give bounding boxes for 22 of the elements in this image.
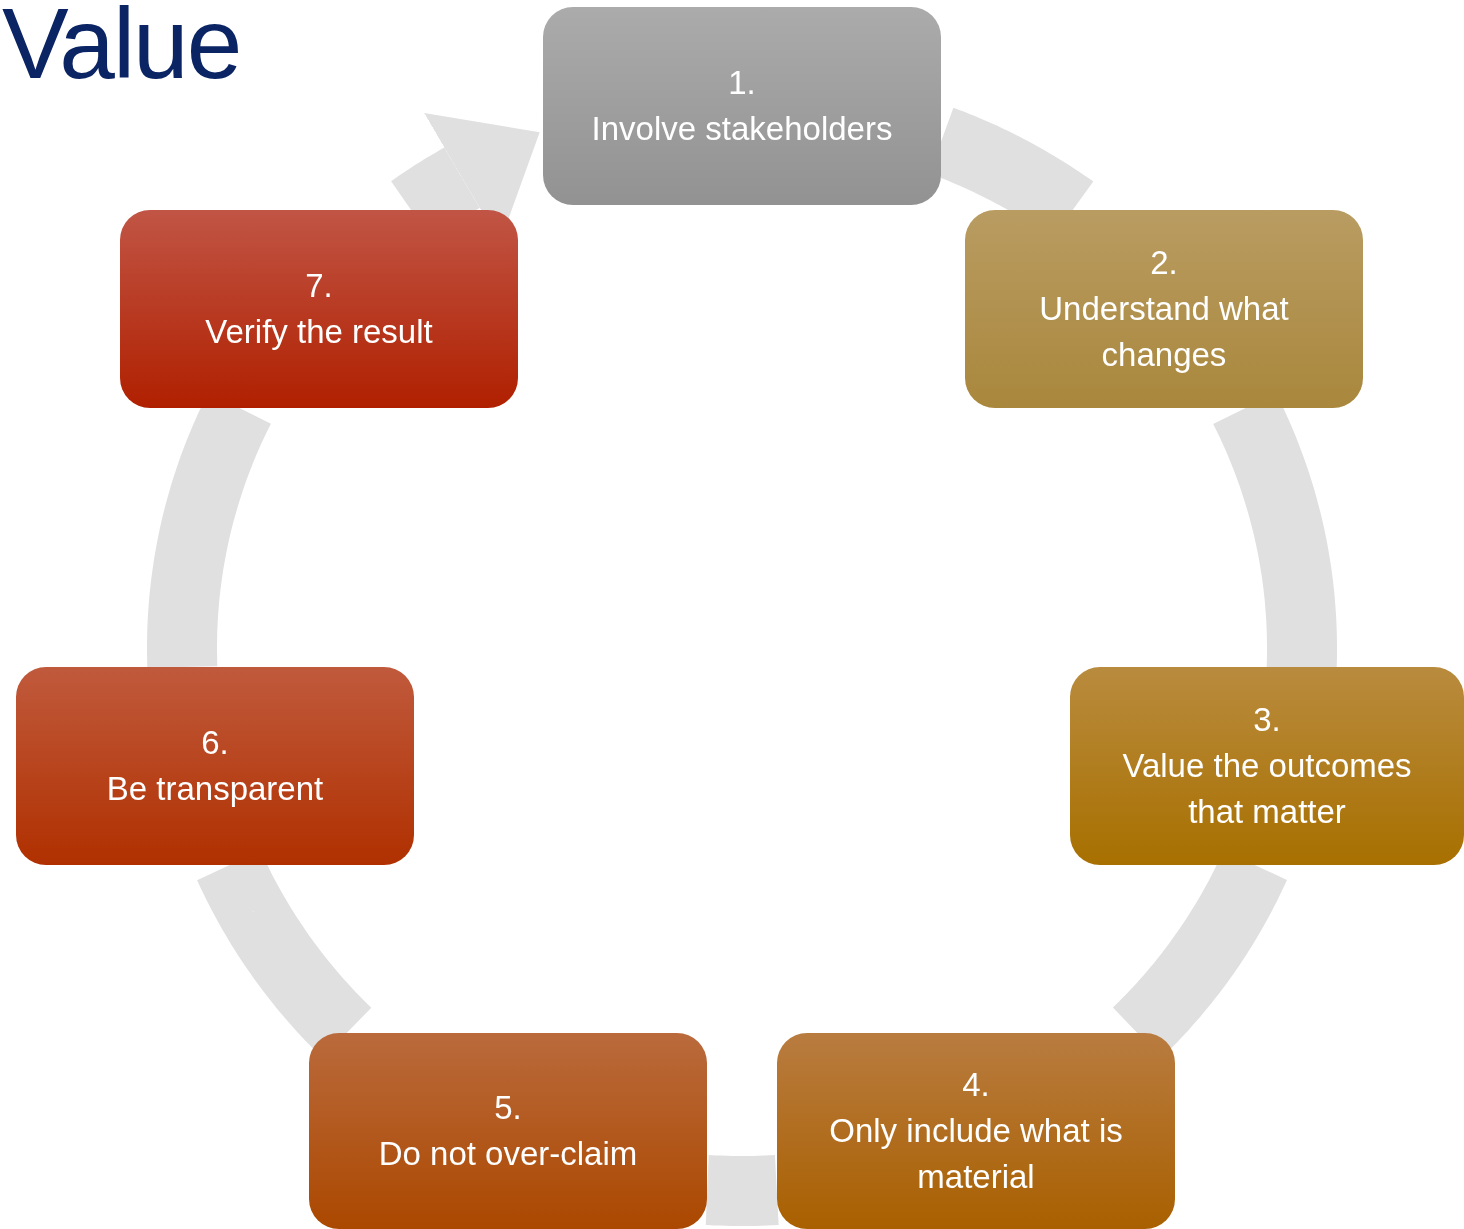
step-box xyxy=(1070,667,1464,865)
step-box xyxy=(543,7,941,205)
step-box xyxy=(777,1033,1175,1229)
step-number: 6. xyxy=(201,722,229,763)
step-box xyxy=(16,667,414,865)
step-label: Value the outcomes that matter xyxy=(1121,745,1413,833)
step-number: 3. xyxy=(1253,699,1281,740)
step-number: 4. xyxy=(962,1064,990,1105)
step-box xyxy=(120,210,518,408)
step-number: 2. xyxy=(1150,242,1178,283)
step-label: Do not over-claim xyxy=(378,1134,638,1174)
step-number: 7. xyxy=(305,265,333,306)
step-label: Be transparent xyxy=(106,769,324,809)
step-label: Understand what changes xyxy=(1038,288,1290,376)
step-number: 1. xyxy=(728,62,756,103)
step-number: 5. xyxy=(494,1087,522,1128)
title: Value xyxy=(2,0,241,101)
step-label: Only include what is material xyxy=(828,1110,1124,1198)
step-label: Involve stakeholders xyxy=(591,109,893,149)
step-label: Verify the result xyxy=(205,312,433,352)
step-box xyxy=(965,210,1363,408)
step-box xyxy=(309,1033,707,1229)
